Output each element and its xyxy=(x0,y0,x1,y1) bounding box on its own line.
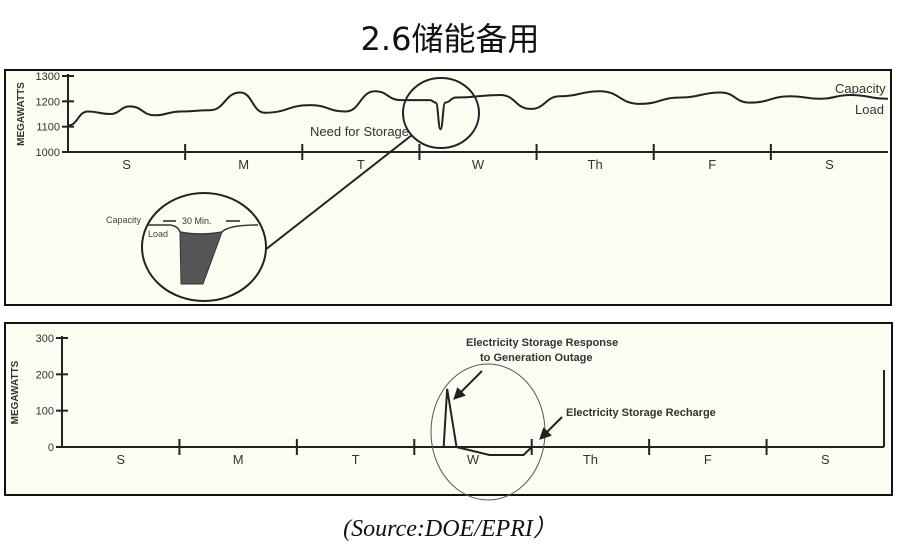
day-label: S xyxy=(116,452,125,467)
inset-load-dip xyxy=(179,231,223,285)
series-line xyxy=(62,388,884,456)
day-label: F xyxy=(704,452,712,467)
response-arrow-icon xyxy=(453,370,483,400)
response-label: Electricity Storage Response xyxy=(466,337,618,349)
day-label: S xyxy=(821,452,830,467)
load-label: Load xyxy=(855,102,884,117)
slide-title: 2.6储能备用 xyxy=(360,20,540,58)
y-tick-label: 200 xyxy=(36,369,54,381)
inset-duration-label: 30 Min. xyxy=(182,216,212,226)
recharge-arrow-icon xyxy=(539,416,563,440)
top-panel-frame xyxy=(4,69,892,306)
y-tick-label: 1300 xyxy=(36,71,60,83)
y-tick-label: 300 xyxy=(36,333,54,345)
source-caption: (Source:DOE/EPRI） xyxy=(343,516,557,542)
y-tick-label: 0 xyxy=(48,442,54,454)
day-label: Th xyxy=(583,452,598,467)
day-label: F xyxy=(708,157,716,172)
y-tick-label: 1000 xyxy=(36,147,60,159)
recharge-label: Electricity Storage Recharge xyxy=(566,407,716,419)
day-label: S xyxy=(825,157,834,172)
day-label: T xyxy=(352,452,360,467)
day-label: M xyxy=(238,157,249,172)
day-label: W xyxy=(467,452,480,467)
y-tick-label: 1100 xyxy=(36,122,60,134)
y-tick-label: 1200 xyxy=(36,96,60,108)
day-label: W xyxy=(472,157,485,172)
day-label: M xyxy=(233,452,244,467)
bottom-panel-frame xyxy=(4,322,893,496)
response-label-2: to Generation Outage xyxy=(480,352,592,364)
inset-capacity-label: Capacity xyxy=(106,215,142,225)
y-tick-label: 100 xyxy=(36,406,54,418)
inset-load-label: Load xyxy=(148,229,168,239)
y-axis-label: MEGAWATTS xyxy=(16,82,27,146)
y-axis-label: MEGAWATTS xyxy=(10,360,21,424)
highlight-circle xyxy=(402,77,480,149)
day-label: Th xyxy=(588,157,603,172)
day-label: S xyxy=(122,157,131,172)
day-label: T xyxy=(357,157,365,172)
callout-line xyxy=(264,134,413,251)
inset-zoom: Capacity Load 30 Min. xyxy=(106,192,267,302)
capacity-label: Capacity xyxy=(835,81,886,96)
need-for-storage-label: Need for Storage xyxy=(310,124,409,139)
series-line xyxy=(67,90,889,131)
